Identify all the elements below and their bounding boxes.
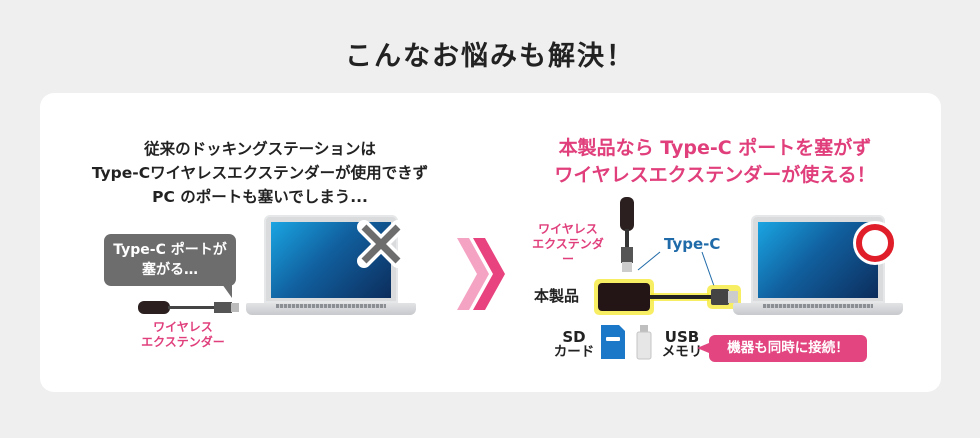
circle-ok-icon — [853, 221, 897, 265]
chevron-right-icon — [457, 238, 505, 310]
wireless-extender-right-icon — [620, 197, 634, 272]
right-caption-line: ワイヤレスエクステンダーが使える！ — [554, 164, 876, 186]
simultaneous-connect-bubble: 機器も同時に接続！ — [697, 335, 867, 362]
left-caption-line: PC のポートも塞いでしまう... — [152, 188, 368, 206]
product-hub-icon — [594, 279, 741, 315]
left-caption-line: 従来のドッキングステーションは — [144, 140, 376, 158]
extender-label-left: ワイヤレス エクステンダー — [128, 320, 238, 350]
label-line: USB — [664, 328, 700, 346]
callout-lines — [637, 251, 715, 287]
extender-label-right: ワイヤレス エクステンダー — [528, 222, 608, 267]
label-line: カード — [553, 344, 595, 360]
left-caption-line: Type-Cワイヤレスエクステンダーが使用できず — [91, 164, 429, 182]
label-line: ワイヤレス — [153, 320, 213, 334]
label-line: エクステンダー — [141, 335, 225, 349]
label-line: ワイヤレス — [538, 222, 598, 236]
wireless-extender-left-icon — [138, 301, 239, 314]
sd-card-label: SD カード — [550, 330, 598, 360]
bubble-line: Type-C ポートが — [113, 242, 227, 258]
label-line: エクステンダー — [532, 237, 604, 266]
sd-card-icon — [601, 325, 625, 359]
left-caption: 従来のドッキングステーションは Type-Cワイヤレスエクステンダーが使用できず… — [60, 137, 460, 209]
x-mark-icon — [357, 220, 405, 268]
right-caption-line: 本製品なら Type-C ポートを塞がず — [558, 137, 872, 159]
usb-memory-label: USB メモリ — [657, 330, 707, 360]
product-label: 本製品 — [534, 287, 580, 305]
bubble-line: 塞がる… — [142, 262, 198, 278]
headline: こんなお悩みも解決！ — [345, 41, 635, 72]
label-line: SD — [562, 328, 586, 346]
typec-label: Type-C — [664, 235, 721, 253]
port-blocked-bubble: Type-C ポートが 塞がる… — [104, 234, 236, 298]
usb-memory-icon — [636, 325, 652, 360]
label-line: メモリ — [661, 344, 703, 360]
right-caption: 本製品なら Type-C ポートを塞がず ワイヤレスエクステンダーが使える！ — [520, 135, 910, 189]
